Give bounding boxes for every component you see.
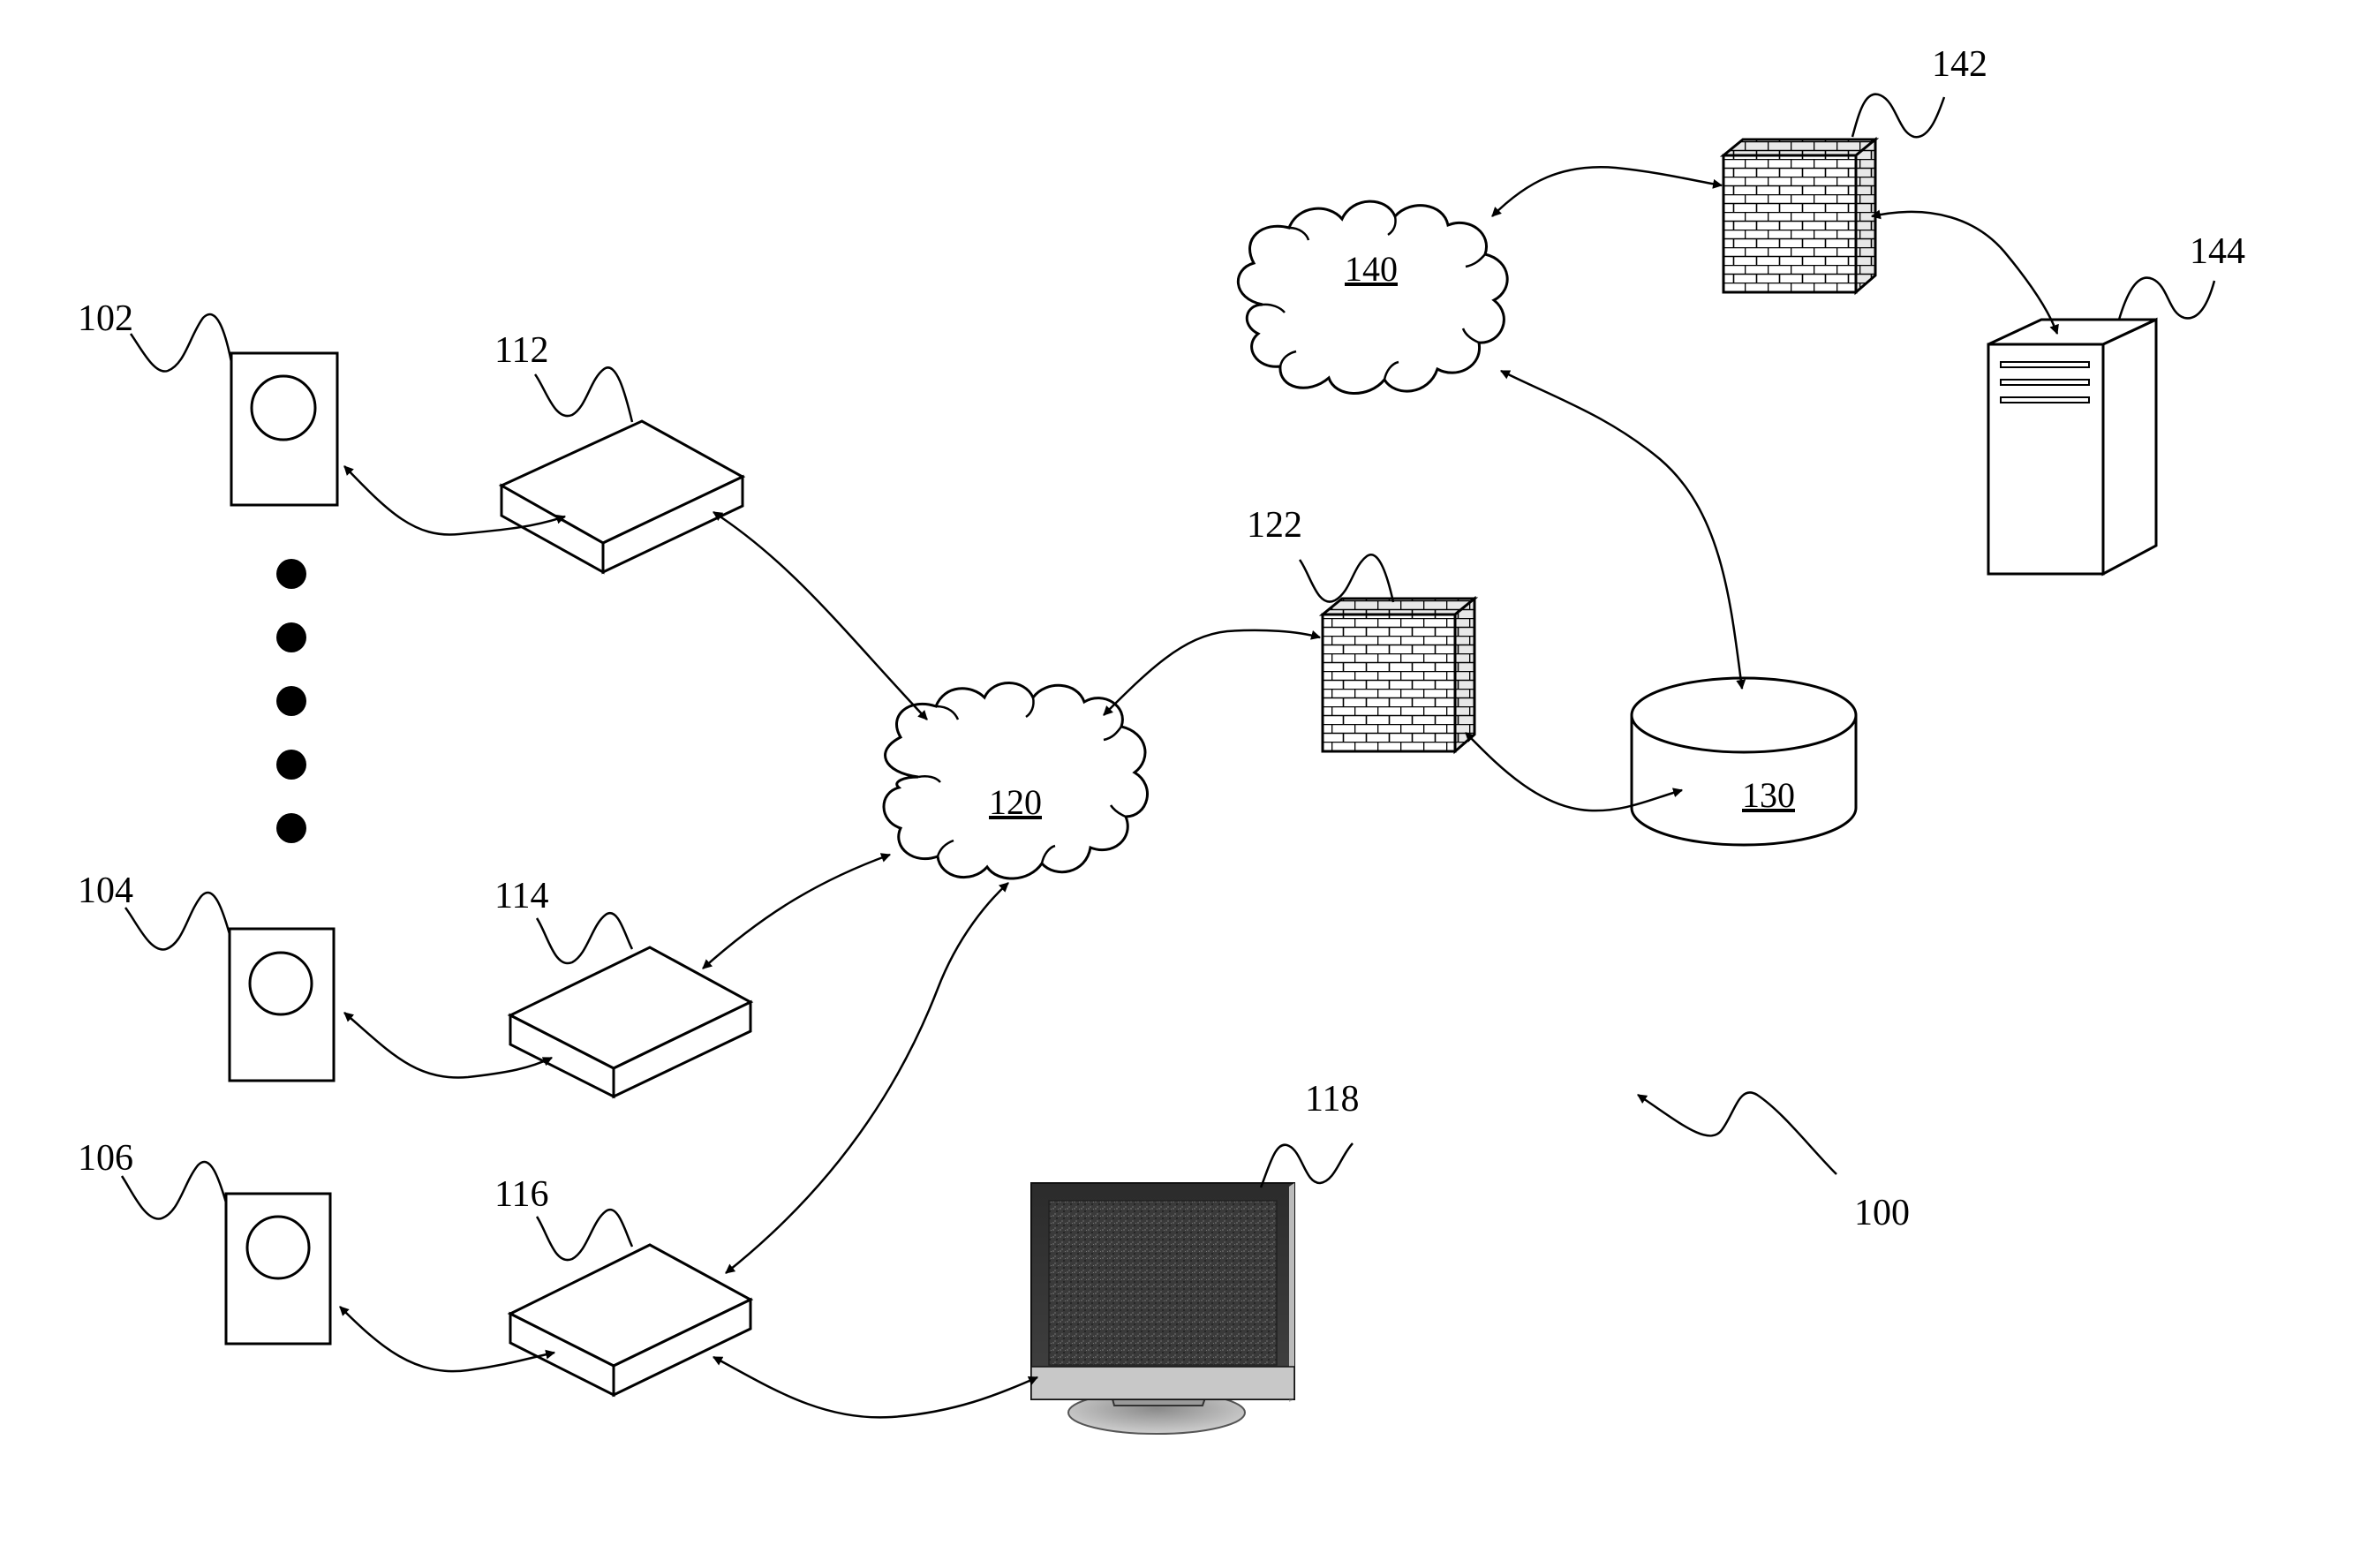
device-102: [231, 353, 337, 505]
label-112: 112: [494, 330, 548, 371]
label-122: 122: [1247, 505, 1302, 546]
label-114: 114: [494, 876, 548, 916]
network-140-label: 140: [1345, 249, 1398, 289]
label-118: 118: [1305, 1079, 1359, 1119]
label-116: 116: [494, 1174, 548, 1215]
label-104: 104: [78, 871, 133, 911]
box-112: [502, 421, 743, 572]
television: [1031, 1183, 1294, 1434]
database-130: [1632, 678, 1856, 845]
network-120-label: 120: [989, 782, 1042, 822]
network-140-cloud: [1238, 201, 1507, 393]
label-102: 102: [78, 298, 133, 339]
firewall-122: [1323, 599, 1474, 751]
firewall-142: [1723, 139, 1875, 292]
box-116: [510, 1245, 750, 1395]
server-144: [1988, 320, 2156, 574]
device-104: [230, 929, 334, 1081]
database-130-label: 130: [1742, 775, 1795, 815]
label-144: 144: [2190, 231, 2245, 272]
label-106: 106: [78, 1138, 133, 1179]
leader-lines: [122, 94, 2214, 1260]
ellipsis-dots: [276, 559, 306, 843]
label-100: 100: [1854, 1193, 1910, 1233]
device-106: [226, 1194, 330, 1344]
label-142: 142: [1932, 44, 1987, 85]
box-114: [510, 947, 750, 1097]
